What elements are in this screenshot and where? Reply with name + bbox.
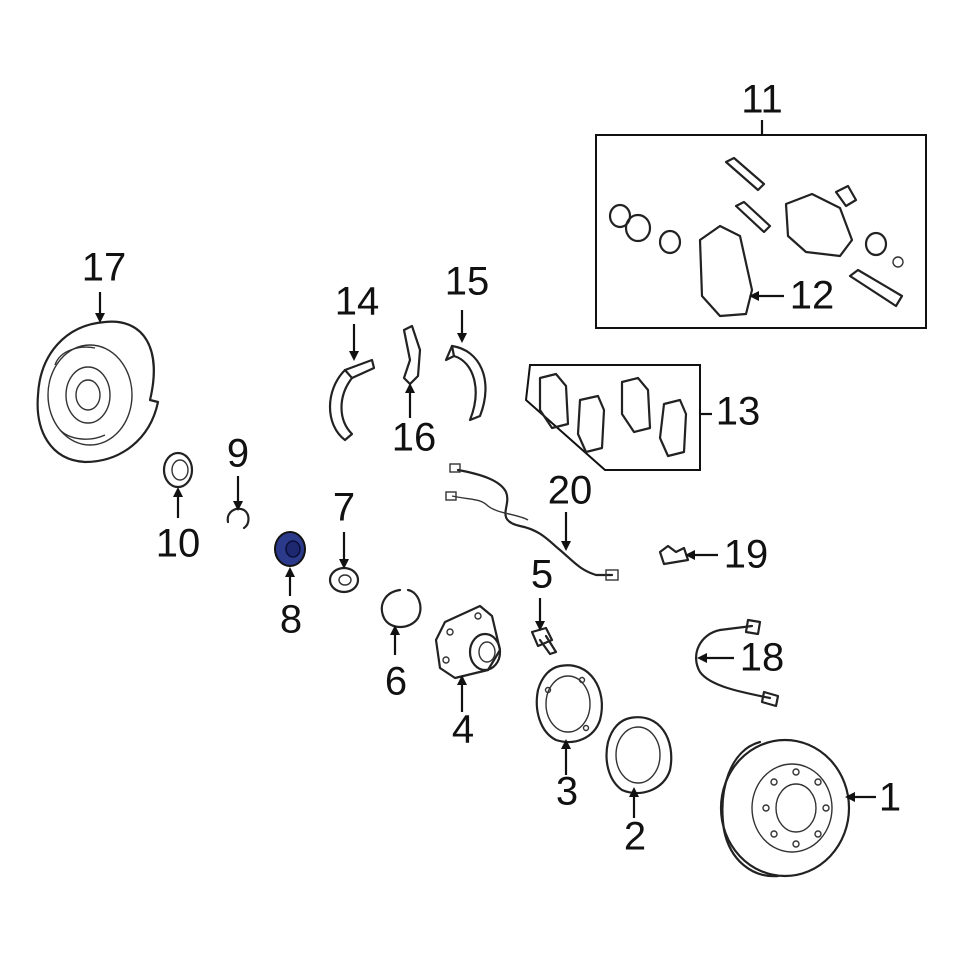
part-19-clip[interactable] bbox=[658, 544, 690, 566]
part-13-pads-box[interactable] bbox=[524, 364, 701, 471]
callout-12: 12 bbox=[790, 274, 835, 318]
callout-16: 16 bbox=[392, 416, 437, 460]
part-16-lever[interactable] bbox=[402, 324, 422, 386]
callout-18: 18 bbox=[740, 636, 785, 680]
callout-10: 10 bbox=[156, 522, 201, 566]
part-1-rotor[interactable] bbox=[719, 738, 851, 878]
part-11-caliper-box[interactable] bbox=[595, 134, 927, 329]
callout-3: 3 bbox=[556, 770, 578, 814]
part-9-clip[interactable] bbox=[226, 507, 250, 530]
callout-2: 2 bbox=[624, 815, 646, 859]
callout-8: 8 bbox=[280, 598, 302, 642]
callout-5: 5 bbox=[531, 553, 553, 597]
callout-6: 6 bbox=[385, 660, 407, 704]
part-18-brake-hose[interactable] bbox=[694, 618, 780, 708]
part-3-plate[interactable] bbox=[535, 664, 603, 744]
callout-14: 14 bbox=[335, 280, 380, 324]
callout-15: 15 bbox=[445, 260, 490, 304]
part-4-hub[interactable] bbox=[434, 604, 502, 680]
callout-11: 11 bbox=[741, 78, 783, 122]
part-10-seal[interactable] bbox=[162, 451, 194, 489]
callout-7: 7 bbox=[333, 486, 355, 530]
part-15-parking-shoe[interactable] bbox=[444, 344, 487, 422]
callout-4: 4 bbox=[452, 708, 474, 752]
part-2-gasket[interactable] bbox=[605, 716, 673, 795]
callout-19: 19 bbox=[724, 533, 769, 577]
callout-9: 9 bbox=[227, 432, 249, 476]
part-17-backing-plate[interactable] bbox=[36, 320, 160, 464]
callout-1: 1 bbox=[879, 776, 901, 820]
callout-20: 20 bbox=[548, 469, 593, 513]
part-6-snap-ring[interactable] bbox=[380, 588, 422, 629]
part-5-bolt[interactable] bbox=[530, 626, 558, 656]
part-14-parking-shoe[interactable] bbox=[328, 358, 376, 442]
part-20-abs-sensor[interactable] bbox=[445, 463, 619, 581]
part-8-seal-highlighted[interactable] bbox=[274, 531, 306, 567]
callout-13: 13 bbox=[716, 390, 761, 434]
part-7-washer[interactable] bbox=[328, 566, 360, 594]
callout-17: 17 bbox=[82, 246, 127, 290]
